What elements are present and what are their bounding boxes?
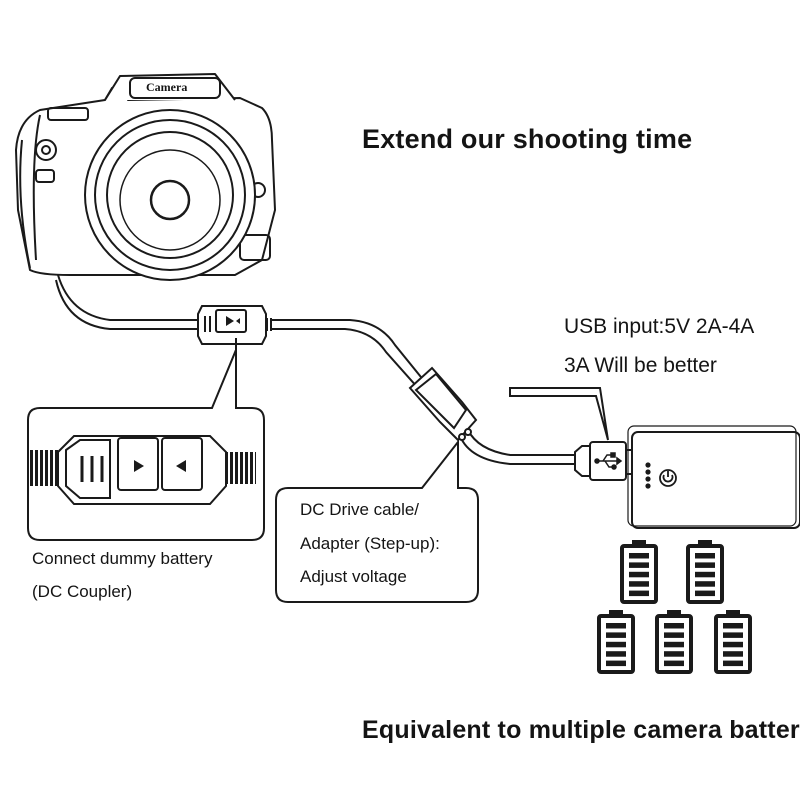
dummy-battery-plug-icon <box>30 435 256 505</box>
dc-drive-callout <box>275 439 479 603</box>
usb-input-pointer <box>509 387 609 441</box>
power-button-icon <box>659 469 677 487</box>
dummy-battery-connector-icon <box>197 305 272 345</box>
dummy-battery-line1: Connect dummy battery <box>32 549 213 568</box>
battery-icon <box>620 540 658 604</box>
battery-icon <box>714 610 752 674</box>
camera-label: Camera <box>146 80 188 94</box>
headline: Extend our shooting time <box>362 124 693 154</box>
battery-group <box>597 540 752 674</box>
usb-input-line1: USB input:5V 2A-4A <box>564 315 755 338</box>
footer-caption: Equivalent to multiple camera batteries <box>362 716 800 744</box>
battery-icon <box>597 610 635 674</box>
power-bank-icon <box>627 425 800 529</box>
battery-icon <box>686 540 724 604</box>
step-up-adapter-icon <box>408 366 478 442</box>
battery-icon <box>655 610 693 674</box>
dc-drive-line3: Adjust voltage <box>300 567 407 586</box>
usb-icon <box>594 452 623 470</box>
dc-drive-line1: DC Drive cable/ <box>300 500 420 519</box>
usb-input-line2: 3A Will be better <box>564 354 717 377</box>
camera-icon <box>15 73 276 281</box>
dummy-battery-line2: (DC Coupler) <box>32 582 133 601</box>
dc-drive-line2: Adapter (Step-up): <box>300 534 440 553</box>
